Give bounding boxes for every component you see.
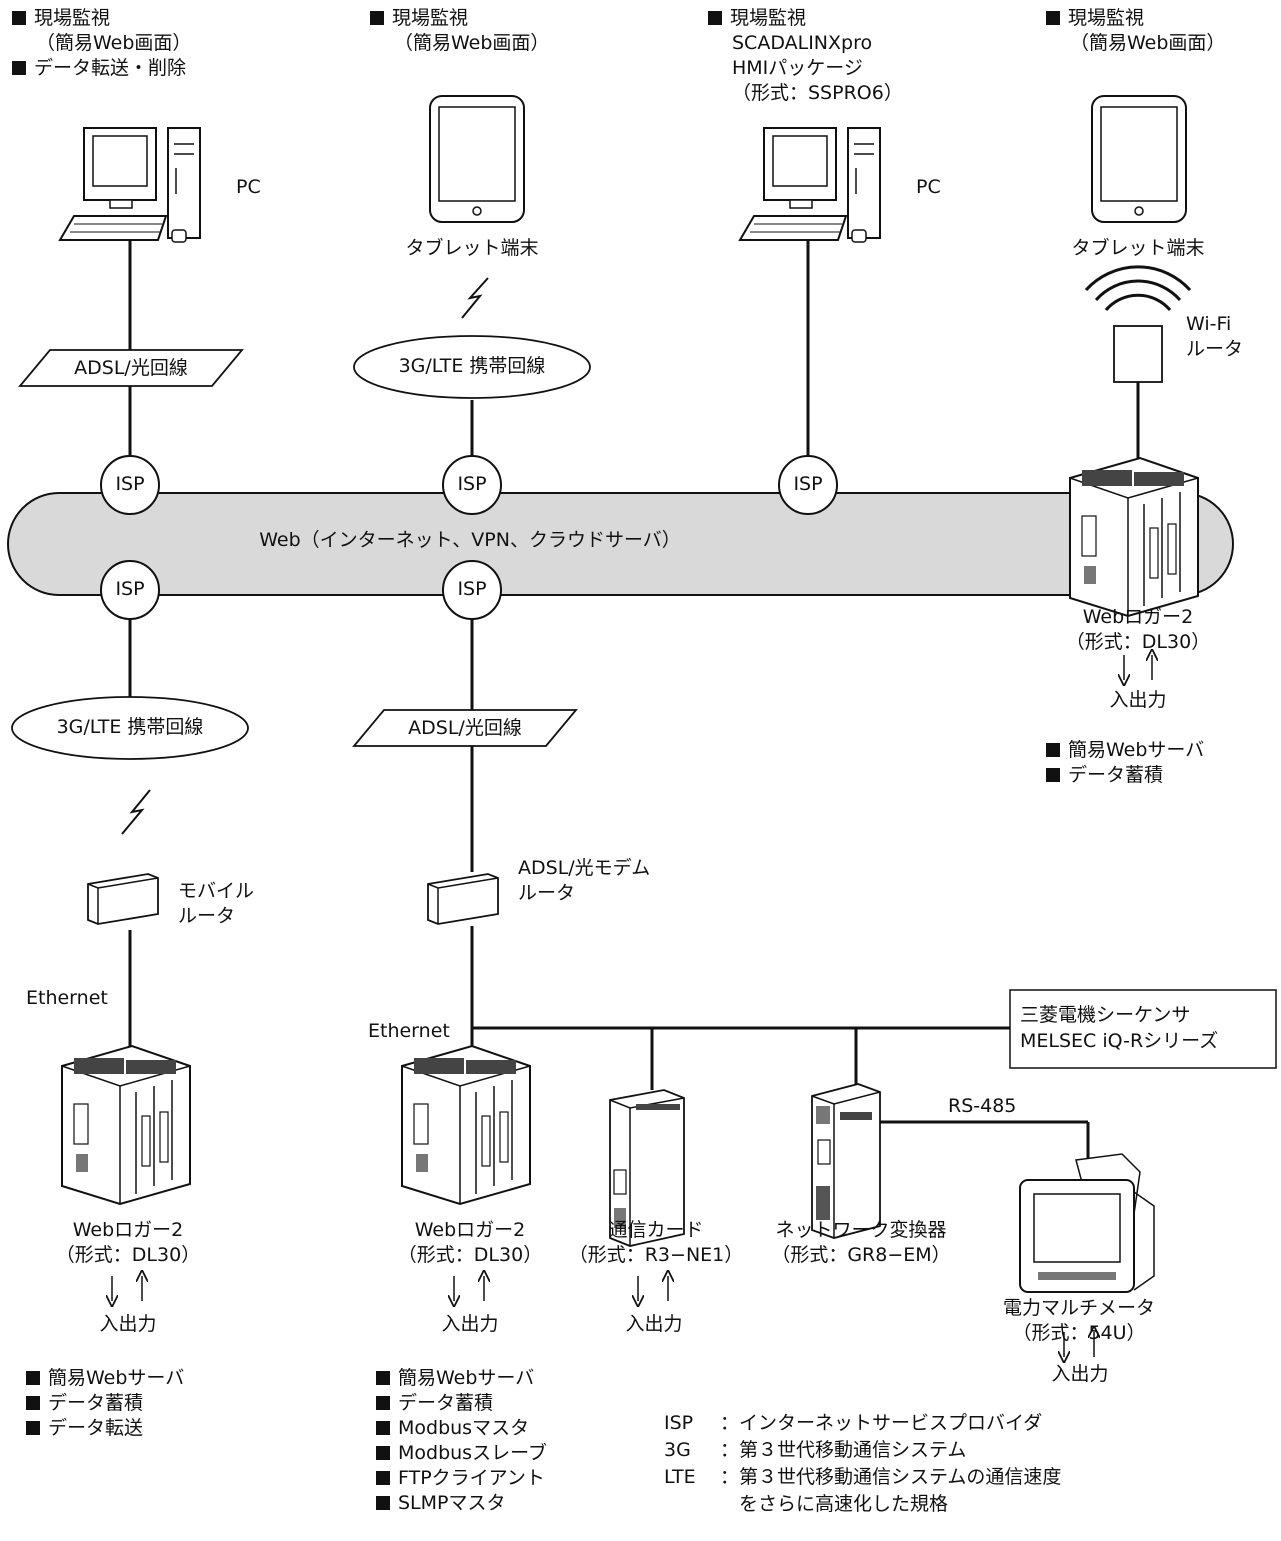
logger-functions: 簡易Webサーバ データ蓄積 データ転送	[26, 1366, 184, 1441]
tablet1-label: タブレット端末	[405, 237, 539, 259]
bullet-square-icon	[1046, 11, 1060, 25]
isp-label: ISP	[457, 473, 487, 495]
tablet2-label: タブレット端末	[1071, 237, 1205, 259]
isp-label: ISP	[115, 473, 145, 495]
plc-box	[1009, 989, 1277, 1069]
bullet-square-icon	[376, 1371, 390, 1385]
tablet-icon	[429, 95, 525, 223]
pc2-label: PC	[916, 176, 941, 198]
wireless-bolt-icon	[121, 789, 151, 835]
meter-model: （形式：54U）	[1012, 1322, 1146, 1344]
adsl-top-label: ADSL/光回線	[74, 357, 188, 379]
wifi-icon	[1084, 265, 1192, 311]
bullet-square-icon	[12, 61, 26, 75]
io-label: 入出力	[1109, 689, 1167, 711]
logger-model: （形式：DL30）	[397, 1244, 543, 1266]
pc1-features: 現場監視 （簡易Web画面） データ転送・削除	[12, 6, 191, 81]
lte-bottom-label: 3G/LTE 携帯回線	[56, 716, 204, 738]
modem-router-icon	[427, 873, 499, 925]
modem-router-label: ADSL/光モデム	[518, 857, 651, 879]
bullet-square-icon	[708, 11, 722, 25]
logger-model: （形式：DL30）	[55, 1244, 201, 1266]
connection-lines	[128, 238, 1140, 1158]
legend-row: LTE：第３世代移動通信システムの通信速度	[664, 1466, 1062, 1488]
lte-shape-bottom	[11, 696, 249, 760]
plc-label-2: MELSEC iQ-Rシリーズ	[1020, 1030, 1219, 1052]
pc-icon	[739, 127, 881, 243]
io-label: 入出力	[625, 1313, 683, 1335]
pc2-features: 現場監視 SCADALINXpro HMIパッケージ （形式：SSPRO6）	[708, 6, 903, 106]
io-label: 入出力	[1051, 1363, 1109, 1385]
bullet-square-icon	[26, 1421, 40, 1435]
bullet-square-icon	[376, 1471, 390, 1485]
legend-row: ISP：インターネットサービスプロバイダ	[664, 1412, 1043, 1434]
tablet2-features: 現場監視 （簡易Web画面）	[1046, 6, 1225, 56]
bullet-square-icon	[12, 11, 26, 25]
logger-name: Webロガー2	[1082, 606, 1194, 628]
comm-card-icon	[609, 1089, 685, 1247]
bullet-square-icon	[376, 1496, 390, 1510]
wifi-router-label: Wi-Fi	[1186, 313, 1232, 335]
io-arrows	[112, 655, 1152, 1357]
modem-router-label-2: ルータ	[518, 882, 576, 904]
adsl-shape-bottom	[352, 709, 578, 747]
isp-label: ISP	[115, 578, 145, 600]
comm-card-name: 通信カード	[608, 1219, 704, 1241]
logger-model: （形式：DL30）	[1065, 631, 1211, 653]
lte-top-label: 3G/LTE 携帯回線	[398, 355, 546, 377]
adsl-bottom-label: ADSL/光回線	[408, 717, 522, 739]
legend-row: をさらに高速化した規格	[720, 1493, 949, 1515]
wifi-router-label-2: ルータ	[1186, 338, 1244, 360]
ethernet-label: Ethernet	[368, 1020, 450, 1042]
power-meter-icon	[1019, 1153, 1155, 1293]
mobile-router-label: モバイル	[178, 880, 255, 902]
logger-name: Webロガー2	[414, 1219, 526, 1241]
bullet-square-icon	[376, 1421, 390, 1435]
pc-icon	[59, 127, 201, 243]
bullet-square-icon	[370, 11, 384, 25]
logger-name: Webロガー2	[72, 1219, 184, 1241]
web-cloud	[7, 492, 1234, 596]
adsl-shape-top	[18, 349, 244, 387]
bullet-square-icon	[376, 1446, 390, 1460]
plc-label: 三菱電機シーケンサ	[1020, 1004, 1191, 1026]
bullet-square-icon	[1046, 768, 1060, 782]
mobile-router-label-2: ルータ	[178, 905, 236, 927]
network-converter-icon	[811, 1083, 881, 1239]
tablet-icon	[1091, 95, 1187, 223]
isp-label: ISP	[457, 578, 487, 600]
ethernet-label: Ethernet	[26, 987, 108, 1009]
io-label: 入出力	[441, 1313, 499, 1335]
legend: ISP：インターネットサービスプロバイダ 3G：第３世代移動通信システム LTE…	[664, 1410, 1061, 1518]
mobile-router-icon	[87, 873, 159, 925]
isp-nodes	[100, 455, 838, 620]
wifi-router-icon	[1113, 325, 1163, 383]
wireless-bolt-icon	[461, 277, 489, 319]
rs485-label: RS-485	[948, 1095, 1017, 1117]
comm-card-model: （形式：R3−NE1）	[568, 1244, 744, 1266]
logger-functions: 簡易Webサーバ データ蓄積 Modbusマスタ Modbusスレーブ FTPク…	[376, 1366, 547, 1516]
converter-name: ネットワーク変換器	[775, 1219, 947, 1241]
lte-shape-top	[353, 335, 591, 399]
converter-model: （形式：GR8−EM）	[771, 1244, 951, 1266]
bullet-square-icon	[1046, 743, 1060, 757]
web-logger-icon	[61, 1045, 191, 1205]
bullet-square-icon	[26, 1396, 40, 1410]
pc1-label: PC	[236, 176, 261, 198]
bullet-square-icon	[26, 1371, 40, 1385]
meter-name: 電力マルチメータ	[1002, 1297, 1155, 1319]
cloud-label: Web（インターネット、VPN、クラウドサーバ）	[259, 529, 681, 551]
logger-functions: 簡易Webサーバ データ蓄積	[1046, 738, 1204, 788]
web-logger-icon	[1069, 457, 1199, 617]
web-logger-icon	[401, 1045, 531, 1205]
tablet1-features: 現場監視 （簡易Web画面）	[370, 6, 549, 56]
bullet-square-icon	[376, 1396, 390, 1410]
isp-label: ISP	[793, 473, 823, 495]
legend-row: 3G：第３世代移動通信システム	[664, 1439, 967, 1461]
io-label: 入出力	[99, 1313, 157, 1335]
